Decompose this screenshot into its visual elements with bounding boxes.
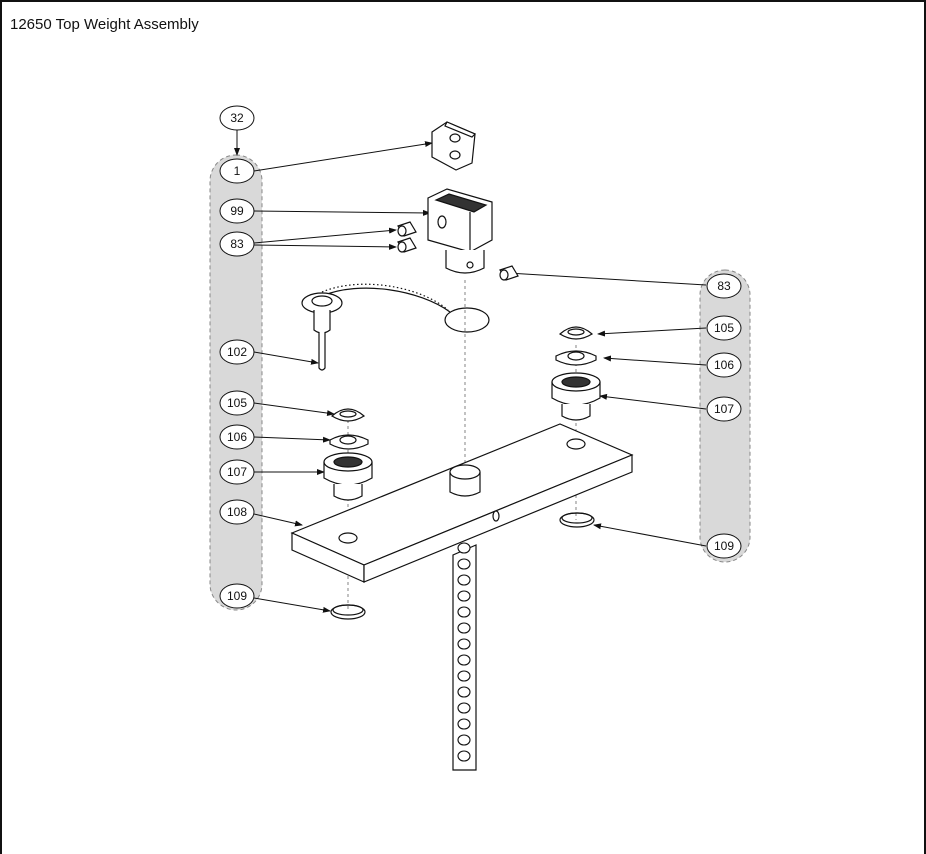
callout-105-right: 105 xyxy=(706,315,742,341)
svg-text:83: 83 xyxy=(717,279,731,293)
svg-text:108: 108 xyxy=(227,505,247,519)
svg-text:107: 107 xyxy=(227,465,247,479)
callout-109-left: 109 xyxy=(219,583,255,609)
part-105-clip-right xyxy=(558,326,594,340)
part-108-crossbar xyxy=(290,423,634,771)
part-106-washer-right xyxy=(555,350,597,366)
callout-105-left: 105 xyxy=(219,390,255,416)
svg-text:1: 1 xyxy=(234,164,241,178)
part-107-bushing-right xyxy=(551,372,601,421)
svg-text:109: 109 xyxy=(227,589,247,603)
part-105-clip-left xyxy=(330,408,366,422)
part-83-set-screws-left xyxy=(397,221,417,253)
callout-106-left: 106 xyxy=(219,424,255,450)
part-83-set-screw-right xyxy=(499,265,519,281)
part-109-ring-left xyxy=(330,604,366,620)
svg-text:32: 32 xyxy=(230,111,244,125)
callout-99: 99 xyxy=(219,198,255,224)
callout-1: 1 xyxy=(219,158,255,184)
part-106-washer-left xyxy=(329,434,369,450)
callout-107-left: 107 xyxy=(219,459,255,485)
callout-107-right: 107 xyxy=(706,396,742,422)
svg-text:107: 107 xyxy=(714,402,734,416)
callout-83-right: 83 xyxy=(706,273,742,299)
part-102-pull-pin xyxy=(301,283,490,371)
callout-106-right: 106 xyxy=(706,352,742,378)
svg-text:102: 102 xyxy=(227,345,247,359)
svg-text:83: 83 xyxy=(230,237,244,251)
callout-108: 108 xyxy=(219,499,255,525)
svg-text:106: 106 xyxy=(227,430,247,444)
svg-text:106: 106 xyxy=(714,358,734,372)
part-99-socket xyxy=(427,188,493,274)
svg-text:99: 99 xyxy=(230,204,244,218)
callout-83-left: 83 xyxy=(219,231,255,257)
leader-lines xyxy=(234,130,707,613)
svg-text:109: 109 xyxy=(714,539,734,553)
svg-text:105: 105 xyxy=(227,396,247,410)
part-1-plate xyxy=(431,121,477,171)
callout-109-right: 109 xyxy=(706,533,742,559)
callout-32: 32 xyxy=(219,105,255,131)
part-109-ring-right xyxy=(559,512,595,528)
diagram-title: 12650 Top Weight Assembly xyxy=(10,16,199,33)
callout-102: 102 xyxy=(219,339,255,365)
part-107-bushing-left xyxy=(323,452,373,501)
svg-text:105: 105 xyxy=(714,321,734,335)
